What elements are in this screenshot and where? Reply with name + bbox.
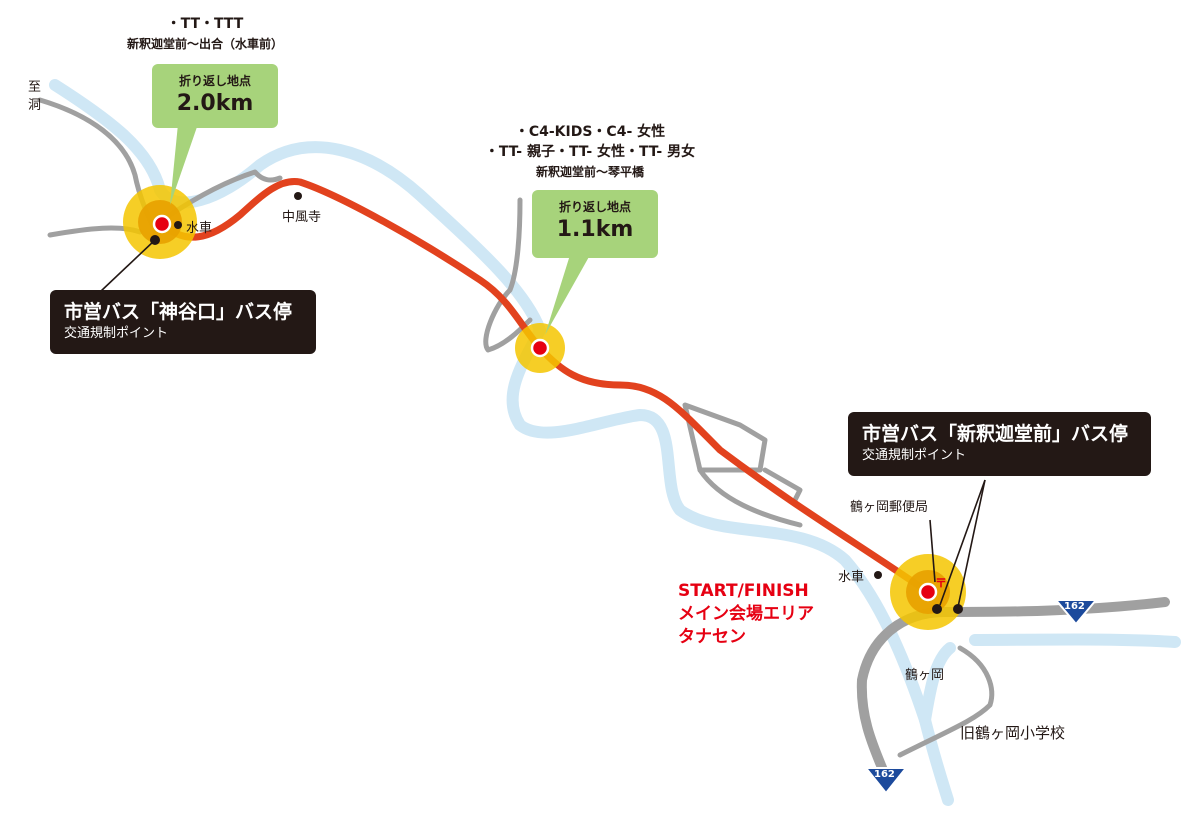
turnaround-label-west: 折り返し地点 — [178, 74, 251, 88]
label-to-hora-2: 洞 — [28, 98, 42, 113]
suisha-dot-east — [874, 571, 882, 579]
categories-west: ・TT・TTT 新釈迦堂前〜出合（水車前） — [110, 14, 300, 54]
label-suisha-east: 水車 — [838, 570, 865, 585]
turnaround-label-mid: 折り返し地点 — [558, 200, 631, 214]
bus-stop-dot-west — [150, 235, 160, 245]
bus-stop-box-east: 市営バス「新釈迦堂前」バス停 交通規制ポイント — [848, 412, 1151, 476]
route-162-badge-east — [1053, 599, 1099, 626]
section-mid: 新釈迦堂前〜琴平橋 — [535, 165, 644, 179]
bus-stop-dot-east-2 — [953, 604, 963, 614]
route-162-number-east: 162 — [1064, 601, 1085, 612]
start-finish-line1: START/FINISH — [678, 581, 809, 601]
turnaround-distance-mid: 1.1km — [556, 217, 634, 242]
route-162-number-south: 162 — [874, 769, 895, 780]
start-finish-marker — [890, 554, 966, 630]
chufuji-dot — [294, 192, 302, 200]
categories-mid-line2: ・TT- 親子・TT- 女性・TT- 男女 — [484, 144, 696, 160]
point-dots — [150, 192, 963, 614]
course-route — [158, 177, 932, 596]
section-west: 新釈迦堂前〜出合（水車前） — [126, 37, 283, 51]
bus-stop-box-west: 市営バス「神谷口」バス停 交通規制ポイント — [50, 290, 316, 354]
route-162-badge-south — [863, 767, 909, 795]
label-post-office: 鶴ヶ岡郵便局 — [850, 500, 929, 515]
start-finish-line3: タナセン — [678, 627, 746, 647]
turnaround-callout-mid: 折り返し地点 1.1km — [532, 190, 658, 258]
bus-stop-note-east: 交通規制ポイント — [862, 448, 967, 463]
start-finish-label: START/FINISH メイン会場エリア タナセン — [678, 580, 814, 649]
suisha-dot-west — [174, 221, 182, 229]
label-tsurugaoka: 鶴ヶ岡 — [905, 668, 945, 683]
start-finish-line2: メイン会場エリア — [678, 604, 814, 624]
leader-lines — [99, 239, 986, 608]
label-chufuji: 中風寺 — [282, 210, 322, 225]
post-office-icon: 〒 — [935, 576, 948, 590]
label-to-hora-1: 至 — [28, 80, 42, 95]
bus-stop-note-west: 交通規制ポイント — [64, 326, 169, 341]
turnaround-marker-mid — [515, 323, 565, 373]
categories-mid-line1: ・C4-KIDS・C4- 女性 — [514, 124, 666, 140]
bus-stop-dot-east-1 — [932, 604, 942, 614]
callout-pointer-mid — [545, 255, 590, 335]
turnaround-callout-west: 折り返し地点 2.0km — [152, 64, 278, 128]
turnaround-marker-west — [123, 185, 197, 259]
label-old-school: 旧鶴ヶ岡小学校 — [960, 724, 1066, 742]
categories-west-line: ・TT・TTT — [166, 16, 244, 32]
bus-stop-name-east: 市営バス「新釈迦堂前」バス停 — [862, 423, 1129, 445]
river — [49, 79, 1181, 806]
categories-mid: ・C4-KIDS・C4- 女性 ・TT- 親子・TT- 女性・TT- 男女 新釈… — [445, 122, 735, 182]
turnaround-distance-west: 2.0km — [176, 91, 254, 116]
callout-pointer-west — [170, 124, 198, 205]
label-suisha-west: 水車 — [186, 221, 213, 236]
bus-stop-name-west: 市営バス「神谷口」バス停 — [64, 301, 293, 323]
